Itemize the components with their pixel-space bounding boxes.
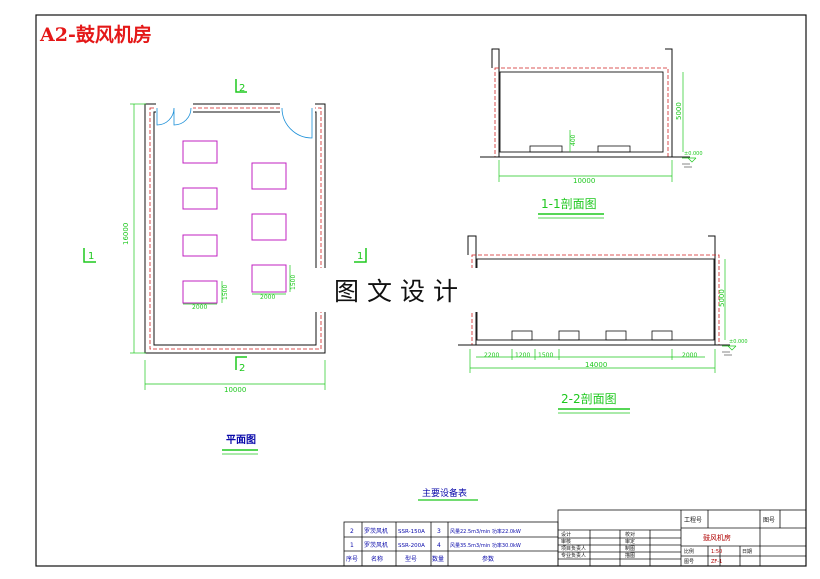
plan-dim-width: 10000	[224, 386, 246, 394]
plan-inner-wall	[153, 111, 317, 346]
section1-dim-base: 400	[570, 134, 577, 146]
section-2-view: 14000 2200 1200 1500 2000 5000 ±0.000 2-…	[458, 235, 748, 414]
tb-sheet-label: 图号	[684, 559, 694, 565]
equipment-title: 主要设备表	[422, 487, 467, 499]
plan-title: 平面图	[226, 434, 256, 446]
tb-mid-0: 校对	[625, 531, 635, 538]
blower-base	[529, 145, 563, 153]
section2-dim-bottom-3: 2000	[682, 352, 697, 359]
equip-row1-no: 1	[350, 542, 354, 549]
section-mark-left: 1	[88, 251, 94, 262]
equip-row1-name: 罗茨风机	[364, 541, 388, 549]
plan-dim-unit-h1: 1500	[222, 285, 229, 300]
tb-sheet-value: ZF-1	[711, 559, 722, 565]
section2-level: ±0.000	[729, 339, 748, 345]
blower-units	[182, 140, 287, 304]
equip-header-param: 参数	[482, 555, 494, 563]
sheet-title: A2-鼓风机房	[40, 24, 152, 46]
tb-mid-3: 描图	[625, 552, 635, 559]
equip-header-no: 序号	[346, 555, 358, 563]
tb-mid-1: 审定	[625, 538, 635, 545]
section1-level: ±0.000	[684, 151, 703, 157]
section2-dim-bottom-0: 2200	[484, 352, 499, 359]
section-mark-top: 2	[239, 83, 245, 94]
tb-scale-value: 1:50	[711, 549, 722, 555]
tb-left-3: 专业负责人	[561, 552, 586, 559]
blower-base	[605, 330, 627, 341]
blower-base	[511, 330, 533, 341]
tb-mid-2: 制图	[625, 545, 635, 552]
tb-left-0: 设计	[561, 531, 571, 538]
equip-row1-model: SSR-200A	[398, 543, 425, 549]
blower-base	[597, 145, 631, 153]
blower-unit	[251, 213, 287, 241]
equip-row2-name: 罗茨风机	[364, 527, 388, 535]
tb-project-no-label: 工程号	[684, 516, 702, 524]
blower-unit	[182, 140, 218, 164]
equip-row2-qty: 3	[437, 528, 441, 535]
plan-dim-unit-w1: 2000	[192, 304, 207, 311]
section-mark-right: 1	[357, 251, 363, 262]
section2-dim-bottom-1: 1200	[515, 352, 530, 359]
blower-unit	[182, 234, 218, 257]
equip-row1-param: 风量35.5m3/min 功率30.0kW	[450, 542, 521, 549]
blower-base	[558, 330, 580, 341]
title-block: 设计 审核 项目负责人 专业负责人 校对 审定 制图 描图 工程号 图号 鼓风机…	[557, 509, 807, 567]
tb-date-label: 日期	[742, 549, 752, 555]
plan-dim-height: 16000	[122, 223, 130, 245]
blower-base	[651, 330, 673, 341]
door-swing-right	[281, 107, 313, 139]
equip-header-qty: 数量	[432, 555, 444, 563]
watermark: 图文设计	[300, 268, 500, 312]
section1-dim-width: 10000	[573, 177, 595, 185]
equip-row2-param: 风量22.5m3/min 功率22.0kW	[450, 528, 521, 535]
tb-drawing-no-label: 图号	[763, 517, 775, 524]
blower-unit	[251, 162, 287, 190]
equip-row2-no: 2	[350, 528, 354, 535]
section1-dim-height: 5000	[675, 102, 683, 120]
tb-left-1: 审核	[561, 538, 571, 545]
tb-left-2: 项目负责人	[561, 545, 586, 552]
equip-header-name: 名称	[371, 555, 383, 563]
section2-dim-width: 14000	[585, 361, 607, 369]
section1-title: 1-1剖面图	[541, 197, 597, 211]
equip-row2-model: SSR-150A	[398, 529, 425, 535]
equipment-table: 主要设备表 2 罗茨风机 SSR-150A 3 风量22.5m3/min 功率2…	[343, 487, 559, 567]
plan-dim-unit-h2: 1500	[290, 275, 297, 290]
blower-unit	[182, 280, 218, 304]
equip-header-model: 型号	[405, 555, 417, 563]
plan-view: 16000 10000 2000 2000 1500 1500 2 2 1 1 …	[83, 79, 367, 455]
plan-dim-unit-w2: 2000	[260, 294, 275, 301]
section2-dim-bottom-2: 1500	[538, 352, 553, 359]
tb-drawing-name: 鼓风机房	[703, 533, 731, 542]
blower-unit	[182, 187, 218, 210]
section-1-view: 10000 5000 400 ±0.000 1-1剖面图	[480, 48, 703, 219]
blower-unit	[251, 264, 287, 293]
door-swing-left	[156, 107, 192, 126]
equip-row1-qty: 4	[437, 542, 441, 549]
plan-wall-hatch	[149, 107, 322, 350]
section2-title: 2-2剖面图	[561, 392, 617, 406]
section2-dim-height: 5000	[718, 289, 726, 307]
tb-scale-label: 比例	[684, 548, 694, 555]
plan-outer-wall	[144, 103, 326, 354]
section-mark-bottom: 2	[239, 363, 245, 374]
